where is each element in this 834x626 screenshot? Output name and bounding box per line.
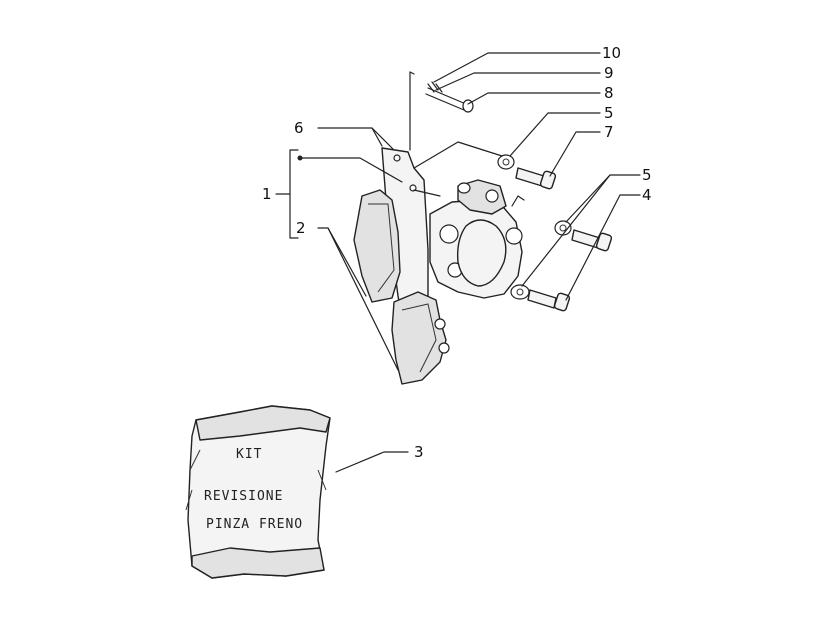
callout-6: 6 [294, 119, 304, 137]
callout-8: 8 [604, 84, 614, 102]
leader-lines [275, 52, 641, 473]
bolt-7 [515, 167, 557, 190]
kit-label-line2: REVISIONE [204, 489, 283, 504]
kit-label-line3: PINZA FRENO [206, 517, 303, 532]
callout-4: 4 [642, 186, 652, 204]
callout-3: 3 [414, 443, 424, 461]
kit-label-line1: KIT [236, 447, 262, 462]
callout-5-upper: 5 [604, 104, 614, 122]
callout-9: 9 [604, 64, 614, 82]
washer-lower [554, 220, 572, 236]
washer-bottom [510, 284, 530, 300]
caliper-body [429, 179, 525, 299]
repair-kit-bag: KIT REVISIONE PINZA FRENO [185, 405, 331, 579]
washer-upper [497, 154, 515, 170]
callout-numbers: 10 9 8 5 7 5 4 6 1 2 3 [262, 44, 652, 461]
callout-5-lower: 5 [642, 166, 652, 184]
callout-10: 10 [602, 44, 621, 62]
bolt-right [571, 229, 613, 252]
callout-7: 7 [604, 123, 614, 141]
brake-pad-lower [391, 291, 450, 385]
callout-2: 2 [296, 219, 306, 237]
brake-pad-upper [353, 189, 401, 303]
bolt-4 [527, 289, 571, 312]
callout-1: 1 [262, 185, 272, 203]
guide-pin-assembly [425, 81, 474, 113]
